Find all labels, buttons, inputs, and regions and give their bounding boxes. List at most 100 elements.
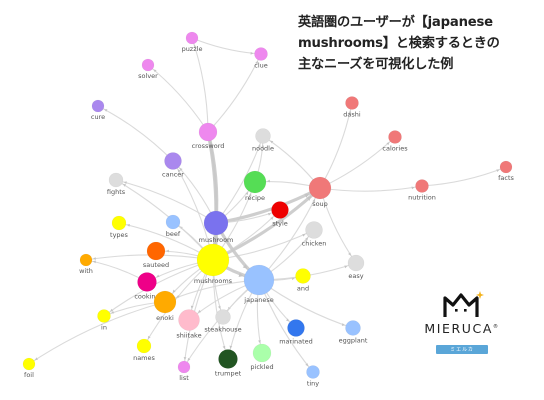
edge-mushroom-fights — [115, 179, 217, 224]
node-beef: beef — [165, 214, 181, 238]
edge-arrow-mushroom-recipe — [245, 191, 249, 196]
node-eggplant: eggplant — [339, 320, 368, 345]
node-label-recipe: recipe — [245, 194, 265, 202]
edge-arrow-japanese-shiitake — [197, 309, 202, 313]
node-steakhouse: steakhouse — [204, 309, 242, 334]
node-layer: mushroomsjapanesemushroomsouprecipecross… — [22, 31, 515, 388]
node-circle-enoki — [153, 290, 177, 314]
brand-name: MIERUCA® — [424, 321, 500, 336]
edge-arrow-mushroom-noodle — [257, 144, 261, 148]
node-label-cure: cure — [91, 113, 105, 121]
node-circle-list — [177, 360, 191, 374]
headline-line-2: mushrooms】と検索するときの — [298, 36, 500, 51]
node-circle-cancer — [164, 152, 182, 170]
node-label-japanese: japanese — [243, 296, 273, 304]
node-list: list — [177, 360, 191, 382]
node-types: types — [110, 215, 129, 239]
mieruca-logo: MIERUCA® ミエルカ — [424, 290, 500, 355]
edge-arrow-mushrooms-cooking — [156, 274, 160, 278]
edge-arrow-japanese-marinated — [286, 318, 290, 322]
node-label-tiny: tiny — [307, 380, 319, 388]
edge-arrow-japanese-soup — [312, 198, 316, 203]
node-label-enoki: enoki — [156, 314, 174, 322]
node-circle-cooking — [137, 272, 157, 292]
edge-arrow-mushroom-style — [267, 213, 272, 216]
node-label-mushroom: mushroom — [199, 236, 234, 244]
cat-logo-icon — [443, 291, 484, 317]
node-circle-eggplant — [345, 320, 361, 336]
edge-puzzle-clue — [191, 37, 262, 55]
node-label-style: style — [272, 220, 288, 228]
edge-arrow-cancer-cure — [104, 109, 108, 112]
edge-arrow-mushroom-soup — [304, 193, 310, 198]
headline-line-1: 英語圏のユーザーが【japanese — [298, 15, 493, 30]
node-calories: calories — [382, 130, 408, 153]
node-sauteed: sauteed — [143, 241, 169, 269]
edge-arrow-crossword-solver — [153, 69, 157, 73]
node-label-crossword: crossword — [192, 142, 225, 150]
edge-arrow-japanese-tiny — [305, 363, 309, 367]
node-solver: solver — [138, 58, 158, 80]
node-puzzle: puzzle — [182, 31, 203, 53]
node-label-foil: foil — [24, 371, 34, 379]
node-label-marinated: marinated — [279, 338, 313, 346]
node-label-calories: calories — [382, 145, 408, 153]
node-label-and: and — [297, 285, 309, 293]
node-circle-fights — [108, 172, 124, 188]
edge-arrow-soup-nutrition — [411, 186, 415, 190]
edge-arrow-mushroom-crossword — [209, 141, 214, 147]
node-cancer: cancer — [162, 152, 184, 179]
edge-arrow-mushrooms-chicken — [302, 234, 306, 237]
edge-arrow-enoki-in — [110, 310, 115, 314]
node-circle-mushrooms — [196, 243, 230, 277]
edge-arrow-mushrooms-in — [110, 308, 114, 312]
edge-enoki-foil — [28, 301, 166, 365]
edge-arrow-mushrooms-cancer — [177, 169, 181, 173]
edge-arrow-enoki-foil — [34, 357, 39, 361]
node-with: with — [79, 253, 93, 275]
node-circle-dashi — [345, 96, 359, 110]
edge-arrow-japanese-pickled — [258, 340, 261, 344]
node-circle-style — [271, 201, 289, 219]
node-mushroom: mushroom — [199, 210, 234, 244]
edge-arrow-recipe-noodle — [261, 144, 265, 148]
edge-arrow-mushrooms-sauteed — [165, 249, 169, 253]
node-soup: soup — [308, 176, 332, 208]
node-circle-marinated — [287, 319, 305, 337]
node-and: and — [295, 268, 311, 293]
edge-arrow-crossword-puzzle — [193, 44, 197, 48]
node-label-names: names — [133, 354, 155, 362]
edge-arrow-mushrooms-style — [270, 216, 274, 220]
edge-nutrition-facts — [421, 166, 507, 187]
node-circle-tiny — [306, 365, 320, 379]
node-label-cancer: cancer — [162, 171, 184, 179]
node-circle-calories — [388, 130, 402, 144]
edge-arrow-crossword-clue — [255, 60, 258, 64]
node-names: names — [133, 338, 156, 362]
edge-arrow-mushrooms-shiitake — [190, 305, 194, 309]
node-circle-chicken — [305, 221, 323, 239]
node-circle-cure — [91, 99, 105, 113]
node-fights: fights — [107, 172, 126, 196]
node-cooking: cooking — [134, 272, 160, 301]
headline-line-3: 主なニーズを可視化した例 — [298, 57, 454, 72]
edge-arrow-mushrooms-names — [147, 335, 151, 340]
node-circle-pickled — [252, 343, 272, 363]
node-in: in — [97, 309, 111, 332]
node-circle-sauteed — [146, 241, 166, 261]
edge-arrow-mushrooms-recipe — [248, 193, 252, 197]
edge-cancer-cure — [97, 105, 174, 162]
edge-arrow-nutrition-facts — [496, 169, 500, 172]
node-circle-clue — [254, 47, 268, 61]
node-recipe: recipe — [243, 170, 267, 202]
node-label-puzzle: puzzle — [182, 45, 203, 53]
edge-arrow-mushrooms-types — [126, 223, 130, 227]
node-circle-shiitake — [178, 309, 200, 331]
node-label-soup: soup — [312, 200, 328, 208]
edge-arrow-soup-easy — [348, 252, 351, 256]
node-easy: easy — [347, 254, 365, 280]
node-label-shiitake: shiitake — [176, 332, 201, 340]
node-marinated: marinated — [279, 319, 313, 346]
node-chicken: chicken — [302, 221, 326, 248]
